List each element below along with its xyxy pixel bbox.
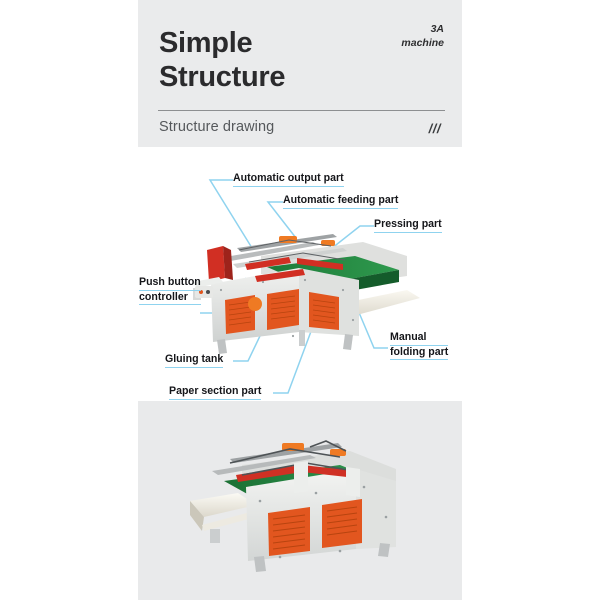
model-line-2: machine bbox=[401, 37, 444, 49]
callout-line: Paper section part bbox=[169, 385, 262, 400]
title-line-2: Structure bbox=[159, 61, 286, 93]
header-block: Simple Structure 3A machine Structure dr… bbox=[138, 0, 462, 147]
leader-automatic-feeding bbox=[266, 201, 297, 239]
callout-line: Gluing tank bbox=[165, 353, 224, 368]
callout-line: Manual bbox=[390, 331, 449, 346]
header-subtitle: Structure drawing bbox=[159, 119, 275, 135]
callout-line: folding part bbox=[390, 346, 449, 361]
header-divider bbox=[158, 110, 445, 111]
callout-line: controller bbox=[139, 291, 201, 306]
secondary-photo-panel bbox=[138, 401, 462, 600]
callout-manual-folding-part: Manual folding part bbox=[390, 331, 449, 361]
callout-line: Pressing part bbox=[374, 218, 442, 233]
slash-decoration-icon: /// bbox=[428, 121, 441, 136]
callout-line: Automatic feeding part bbox=[283, 194, 399, 209]
title-line-1: Simple bbox=[159, 27, 253, 59]
callout-paper-section-part: Paper section part bbox=[169, 385, 262, 400]
callout-line: Push button bbox=[139, 276, 201, 291]
callout-automatic-output-part: Automatic output part bbox=[233, 172, 344, 187]
model-line-1: 3A bbox=[430, 23, 444, 35]
callout-push-button-controller: Push button controller bbox=[139, 276, 201, 306]
page-title: Simple Structure bbox=[159, 26, 369, 94]
callout-line: Automatic output part bbox=[233, 172, 344, 187]
callout-gluing-tank: Gluing tank bbox=[165, 353, 224, 368]
model-label: 3A machine bbox=[401, 22, 444, 50]
diagram-stage: Automatic output part Automatic feeding … bbox=[0, 150, 600, 400]
leader-automatic-output bbox=[208, 179, 253, 249]
machine-illustration-main bbox=[193, 234, 420, 354]
machine-illustration-secondary bbox=[190, 440, 396, 572]
callout-automatic-feeding-part: Automatic feeding part bbox=[283, 194, 399, 209]
callout-pressing-part: Pressing part bbox=[374, 218, 442, 233]
leader-lines-group bbox=[200, 179, 388, 394]
